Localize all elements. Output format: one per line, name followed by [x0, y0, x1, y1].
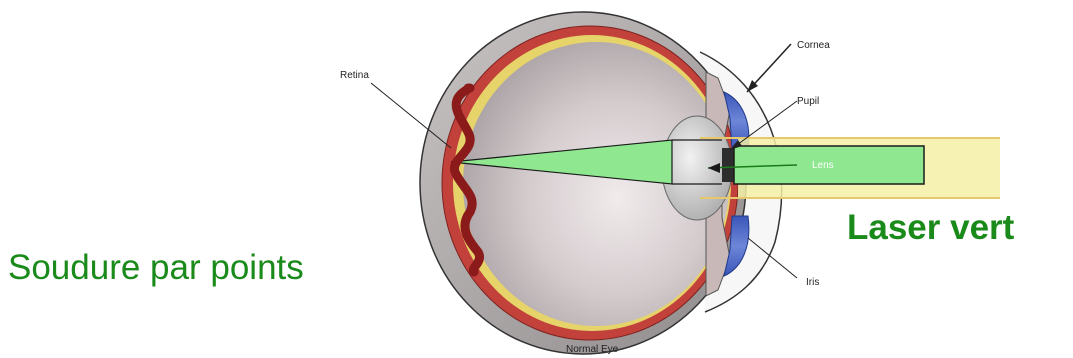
label-pupil: Pupil — [797, 96, 819, 107]
label-iris: Iris — [806, 277, 819, 288]
pupil-shape — [722, 148, 734, 182]
caption-green-laser: Laser vert — [847, 208, 1014, 248]
label-cornea: Cornea — [797, 40, 830, 51]
caption-spot-welding: Soudure par points — [8, 248, 304, 288]
label-lens: Lens — [812, 160, 834, 171]
label-normal-eye: Normal Eye — [566, 344, 619, 355]
label-retina: Retina — [340, 70, 369, 81]
